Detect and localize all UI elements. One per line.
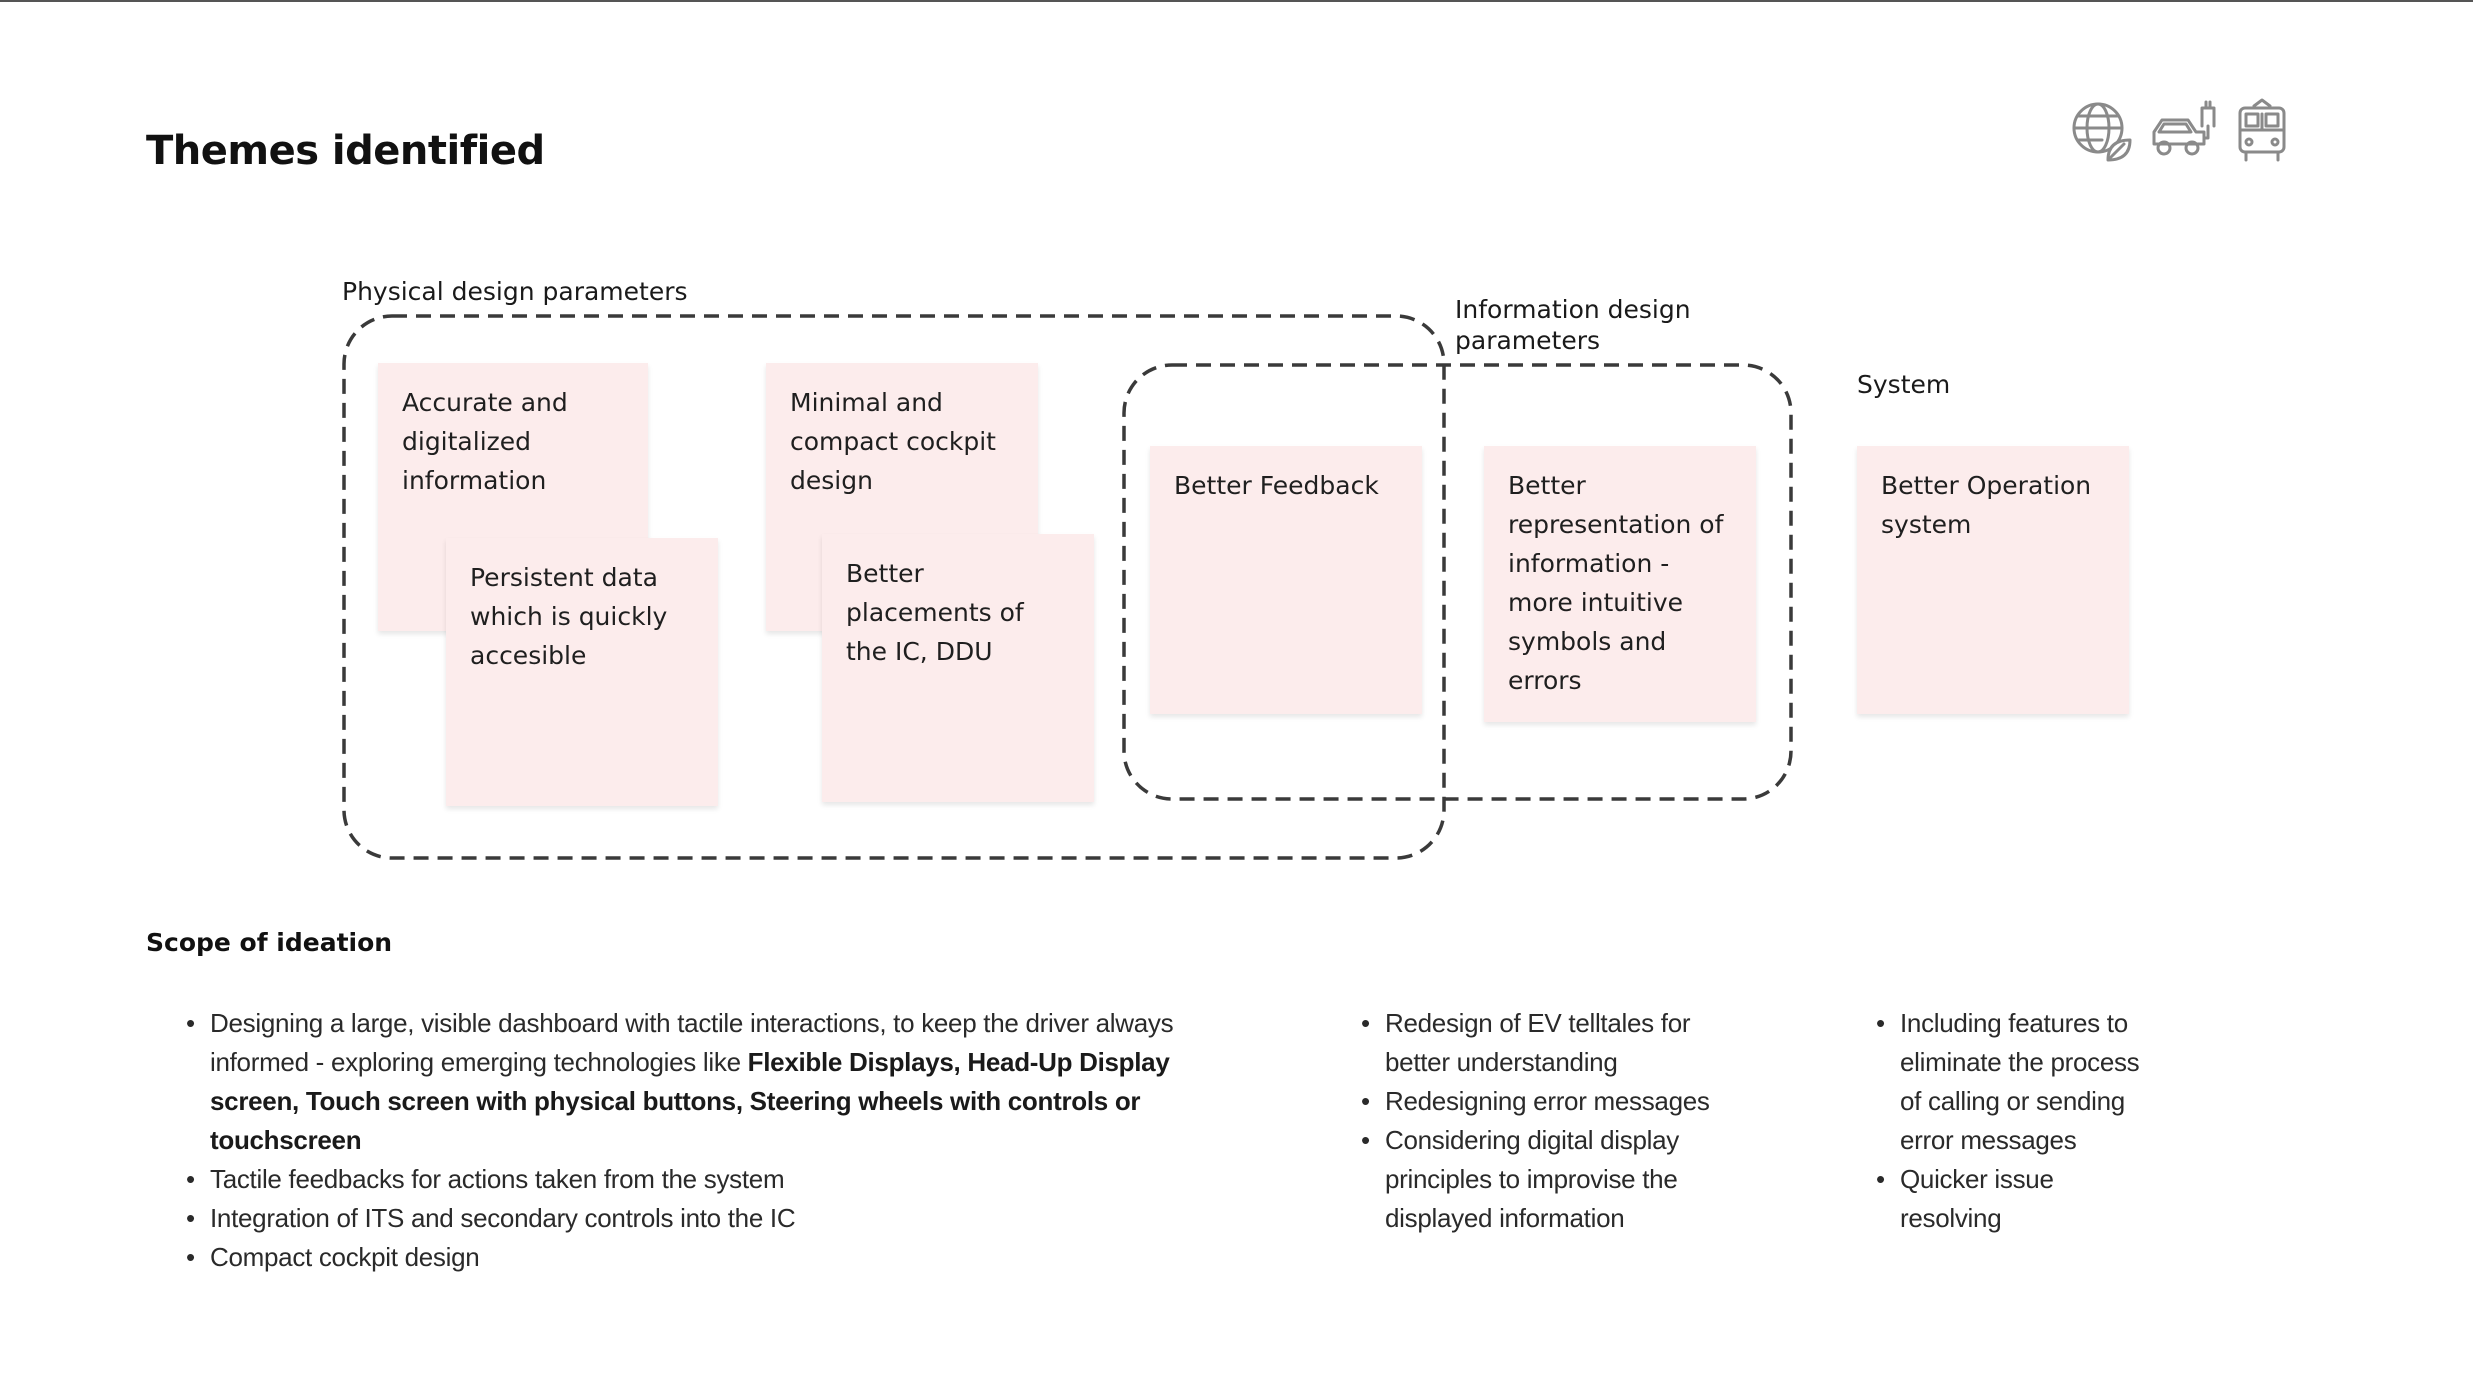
bus-icon xyxy=(2232,98,2292,164)
sticky-note-persistent-data: Persistent data which is quickly accesib… xyxy=(446,538,718,806)
scope-list-information: Redesign of EV telltales for better unde… xyxy=(1321,1004,1741,1238)
list-item: Including features to eliminate the proc… xyxy=(1836,1004,2156,1160)
sticky-note-better-representation: Better representation of information - m… xyxy=(1484,446,1756,722)
page-title: Themes identified xyxy=(146,128,545,174)
list-item: Integration of ITS and secondary control… xyxy=(146,1199,1226,1238)
scope-title: Scope of ideation xyxy=(146,928,393,957)
information-design-label: Information design parameters xyxy=(1455,295,1691,355)
scope-list-physical: Designing a large, visible dashboard wit… xyxy=(146,1004,1226,1277)
list-item: Tactile feedbacks for actions taken from… xyxy=(146,1160,1226,1199)
ev-car-charging-icon xyxy=(2148,98,2218,164)
list-item: Compact cockpit design xyxy=(146,1238,1226,1277)
list-item-emphasis: Flexible Displays, Head-Up Display scree… xyxy=(210,1047,1170,1155)
globe-leaf-icon xyxy=(2068,98,2134,164)
list-item: Considering digital display principles t… xyxy=(1321,1121,1741,1238)
list-item: Quicker issue resolving xyxy=(1836,1160,2156,1238)
list-item: Designing a large, visible dashboard wit… xyxy=(146,1004,1226,1160)
list-item: Redesign of EV telltales for better unde… xyxy=(1321,1004,1741,1082)
list-item-text: Designing a large, visible dashboard wit… xyxy=(210,1008,1174,1077)
top-divider-line xyxy=(0,0,2473,2)
scope-list-system: Including features to eliminate the proc… xyxy=(1836,1004,2156,1238)
system-label: System xyxy=(1857,370,1951,399)
physical-design-label: Physical design parameters xyxy=(342,277,688,306)
sticky-note-better-placements: Better placements of the IC, DDU xyxy=(822,534,1094,802)
header-icons xyxy=(2068,96,2300,166)
sticky-note-better-operation: Better Operation system xyxy=(1857,446,2129,714)
sticky-note-better-feedback: Better Feedback xyxy=(1150,446,1422,714)
list-item: Redesigning error messages xyxy=(1321,1082,1741,1121)
